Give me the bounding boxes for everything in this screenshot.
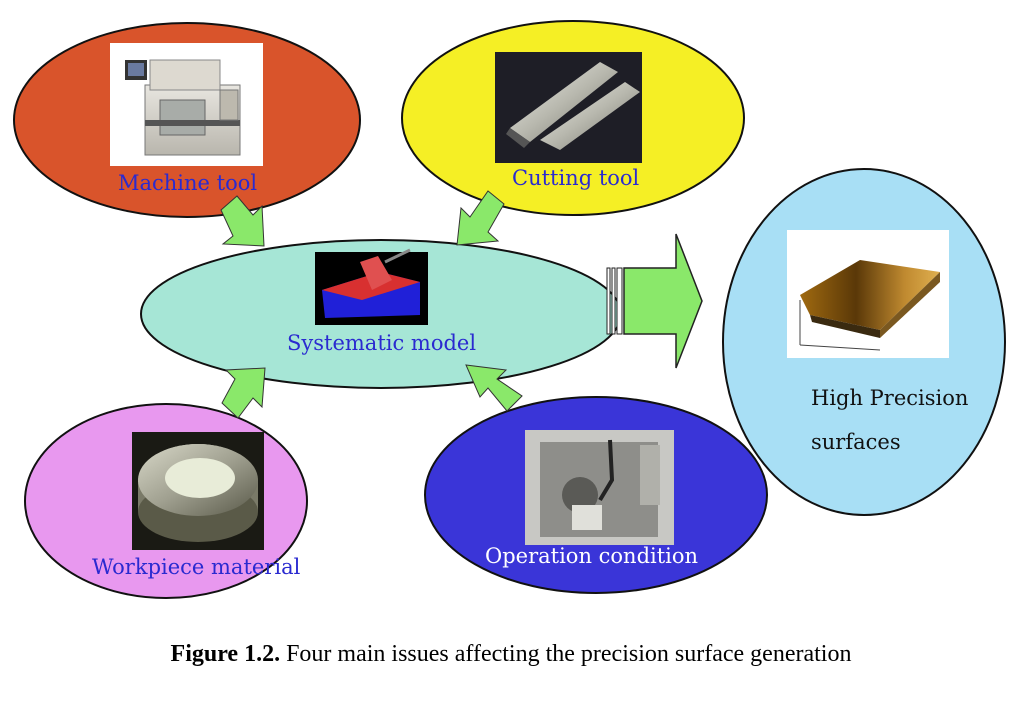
- output-arrow-body: [623, 233, 703, 369]
- operation-condition-photo: [525, 430, 674, 545]
- workpiece-material-label: Workpiece material: [92, 555, 301, 579]
- arrow-cutting-to-model: [456, 190, 505, 246]
- arrow-machine-to-model: [220, 195, 265, 247]
- machine-tool-label: Machine tool: [118, 171, 258, 195]
- systematic-model-photo: [315, 248, 428, 325]
- operation-condition-label: Operation condition: [485, 544, 699, 568]
- arrow-workpiece-to-model: [221, 367, 266, 419]
- workpiece-material-photo: [132, 432, 264, 550]
- high-precision-label-line1: High Precision: [811, 386, 969, 410]
- arrow-operation-to-model: [465, 364, 523, 412]
- figure-caption-text: Four main issues affecting the precision…: [280, 641, 852, 667]
- machine-tool-photo: [110, 43, 263, 166]
- systematic-model-label: Systematic model: [287, 331, 477, 355]
- high-precision-photo: [787, 230, 949, 358]
- cutting-tool-label: Cutting tool: [512, 166, 640, 190]
- output-arrow: [606, 233, 703, 369]
- high-precision-label-line2: surfaces: [811, 430, 901, 454]
- cutting-tool-photo: [495, 52, 642, 163]
- figure-caption: Figure 1.2. Four main issues affecting t…: [0, 642, 1022, 666]
- figure-number: Figure 1.2.: [170, 641, 281, 667]
